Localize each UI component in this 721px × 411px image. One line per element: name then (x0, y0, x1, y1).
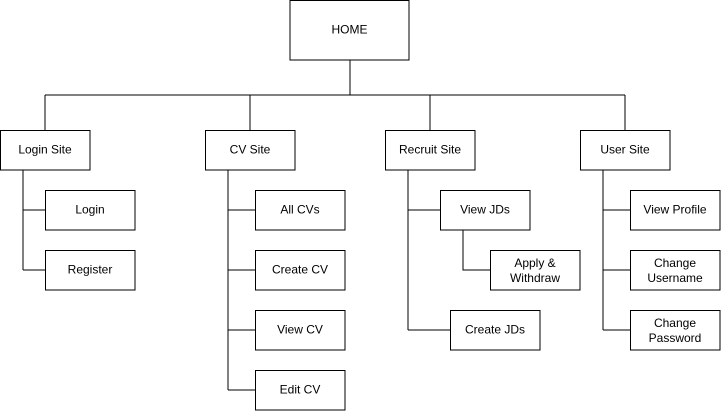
node-create-jds-label: Create JDs (465, 323, 525, 337)
node-login-label: Login (75, 203, 104, 217)
node-login-site-label: Login Site (18, 143, 72, 157)
node-create-cv[interactable]: Create CV (255, 250, 346, 291)
connector-login-children (22, 170, 45, 271)
node-cv-site-label: CV Site (230, 143, 271, 157)
node-user-site[interactable]: User Site (580, 130, 671, 171)
node-view-profile-label: View Profile (643, 203, 706, 217)
node-view-jds[interactable]: View JDs (440, 190, 531, 231)
node-recruit-site-label: Recruit Site (399, 143, 461, 157)
node-apply-withdraw-label: Apply &Withdraw (510, 256, 560, 285)
node-user-site-label: User Site (600, 143, 650, 157)
node-home-label: HOME (332, 23, 368, 37)
node-edit-cv[interactable]: Edit CV (255, 370, 346, 411)
node-view-jds-label: View JDs (460, 203, 510, 217)
node-create-jds[interactable]: Create JDs (450, 310, 541, 351)
connector-recruit-children (407, 170, 450, 331)
node-view-profile[interactable]: View Profile (630, 190, 721, 231)
connector-user-children (602, 170, 630, 331)
connectors (22, 60, 630, 391)
node-all-cvs[interactable]: All CVs (255, 190, 346, 231)
node-edit-cv-label: Edit CV (280, 383, 321, 397)
node-view-cv[interactable]: View CV (255, 310, 346, 351)
node-create-cv-label: Create CV (272, 263, 328, 277)
node-login[interactable]: Login (45, 190, 136, 231)
node-register-label: Register (68, 263, 113, 277)
node-cv-site[interactable]: CV Site (205, 130, 296, 171)
node-register[interactable]: Register (45, 250, 136, 291)
node-recruit-site[interactable]: Recruit Site (385, 130, 476, 171)
connector-cv-children (227, 170, 255, 391)
node-all-cvs-label: All CVs (280, 203, 319, 217)
node-home[interactable]: HOME (289, 0, 410, 61)
node-view-cv-label: View CV (277, 323, 323, 337)
connector-viewjds-children (462, 230, 490, 271)
node-apply-withdraw[interactable]: Apply &Withdraw (490, 250, 581, 291)
node-login-site[interactable]: Login Site (0, 130, 91, 171)
